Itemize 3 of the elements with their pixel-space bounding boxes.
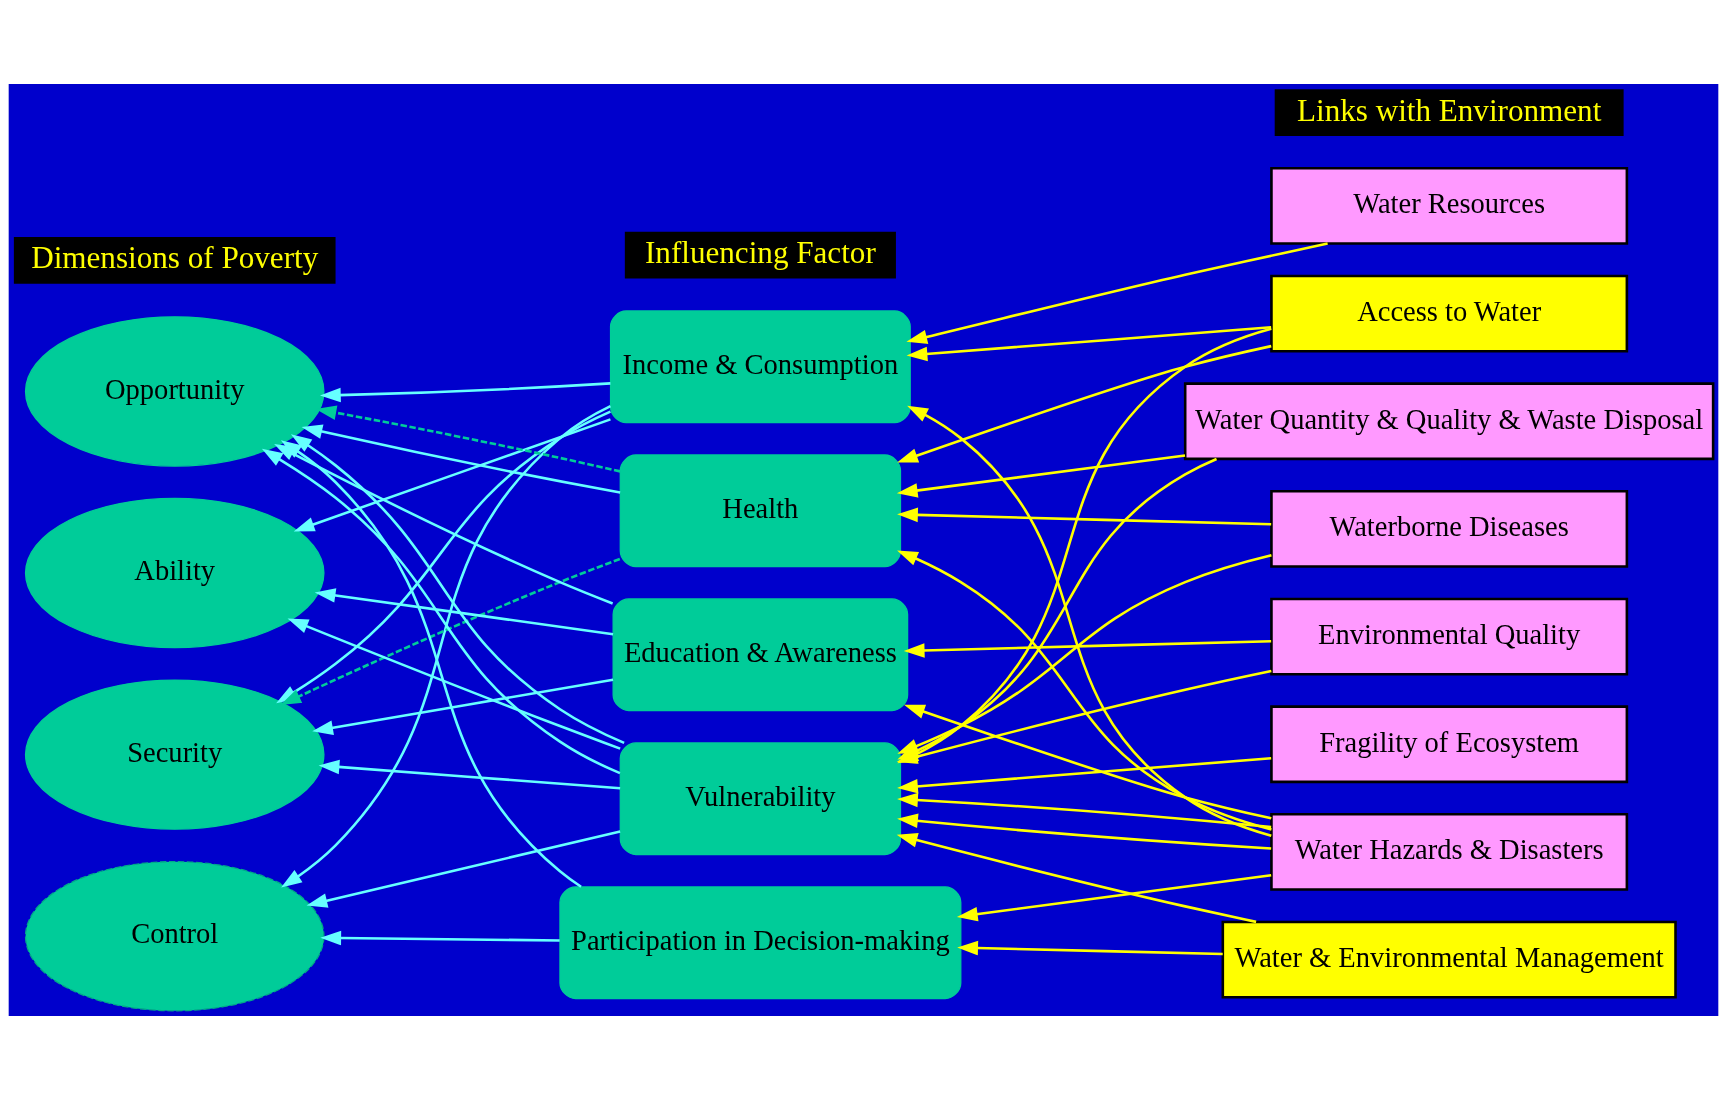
label: Influencing Factor <box>644 234 876 270</box>
label: Links with Environment <box>1297 92 1602 128</box>
label: Dimensions of Poverty <box>31 239 319 275</box>
